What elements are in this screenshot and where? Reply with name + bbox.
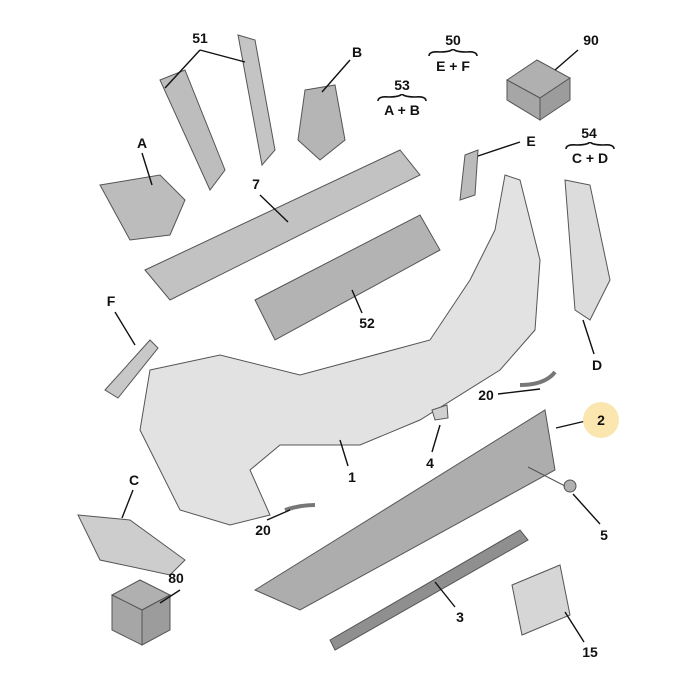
part-3-trim-strip: [329, 529, 529, 651]
part-5-cap: [563, 479, 577, 493]
leader-line-7: [259, 194, 289, 223]
part-5-fastener-line: [527, 466, 566, 487]
leader-line-52: [351, 289, 363, 314]
leader-line-3: [434, 581, 456, 608]
brace-icon: [565, 142, 615, 150]
kit-50-number[interactable]: 50: [445, 32, 461, 48]
part-20-trim-lower: [284, 503, 316, 512]
kit-53-number[interactable]: 53: [394, 77, 410, 93]
callout-20-upper[interactable]: 20: [478, 387, 494, 403]
leader-line-5: [572, 493, 601, 525]
callout-E[interactable]: E: [526, 133, 536, 149]
part-C-bracket: [77, 514, 186, 576]
leader-line-15: [564, 611, 585, 643]
callout-4[interactable]: 4: [426, 455, 434, 471]
leader-line-C: [121, 489, 134, 519]
part-A-bracket: [99, 174, 186, 241]
leader-line-A: [141, 152, 153, 186]
callout-B[interactable]: B: [351, 44, 363, 60]
part-7-beam: [144, 149, 421, 301]
part-2-diffuser: [253, 409, 556, 611]
callout-F[interactable]: F: [106, 293, 116, 309]
kit-53-contents: A + B: [384, 102, 420, 118]
callout-52[interactable]: 52: [359, 315, 375, 331]
callout-51[interactable]: 51: [192, 30, 208, 46]
brace-icon: [377, 94, 427, 102]
part-1-bumper-cover: [139, 174, 541, 526]
part-51-bracket-right: [237, 34, 276, 167]
callout-5[interactable]: 5: [600, 527, 608, 543]
part-20-trim-upper: [519, 370, 557, 387]
callout-C[interactable]: C: [128, 472, 140, 488]
callout-3[interactable]: 3: [456, 609, 464, 625]
part-80-box-right: [141, 594, 171, 646]
callout-20-lower[interactable]: 20: [255, 522, 271, 538]
part-51-bracket-left: [159, 69, 226, 191]
leader-line-F: [114, 311, 136, 346]
part-52-absorber: [254, 214, 441, 341]
part-4-clip: [431, 404, 449, 421]
leader-line-E: [477, 141, 521, 157]
highlight-marker: [583, 402, 619, 438]
leader-line-20-upper: [497, 388, 541, 395]
leader-line-51-left: [164, 49, 201, 89]
leader-line-20-lower: [266, 509, 291, 521]
leader-line-51-right: [199, 49, 246, 63]
leader-lines: [114, 49, 601, 643]
leader-line-90: [554, 49, 579, 71]
callout-D[interactable]: D: [591, 357, 603, 373]
leader-line-B: [321, 59, 351, 93]
part-90-box-right: [539, 77, 571, 121]
part-F-guide: [104, 339, 159, 399]
brace-icon: [428, 49, 478, 57]
kit-54-contents: C + D: [571, 150, 609, 166]
part-D-guide: [564, 179, 611, 321]
leader-line-80: [159, 589, 181, 604]
kit-54-number[interactable]: 54: [581, 125, 597, 141]
callout-15[interactable]: 15: [582, 644, 598, 660]
callout-2[interactable]: 2: [597, 412, 605, 428]
part-15-plate: [511, 564, 571, 636]
callout-A[interactable]: A: [136, 135, 148, 151]
leader-line-D: [582, 319, 595, 355]
part-E-bracket: [459, 149, 479, 201]
callout-90[interactable]: 90: [583, 32, 599, 48]
leader-line-4: [431, 424, 441, 453]
callout-80[interactable]: 80: [168, 570, 184, 586]
part-B-bracket: [297, 84, 346, 161]
callout-1[interactable]: 1: [348, 469, 356, 485]
kit-50-contents: E + F: [436, 58, 470, 74]
leader-line-1: [339, 439, 349, 467]
callout-7[interactable]: 7: [252, 176, 260, 192]
